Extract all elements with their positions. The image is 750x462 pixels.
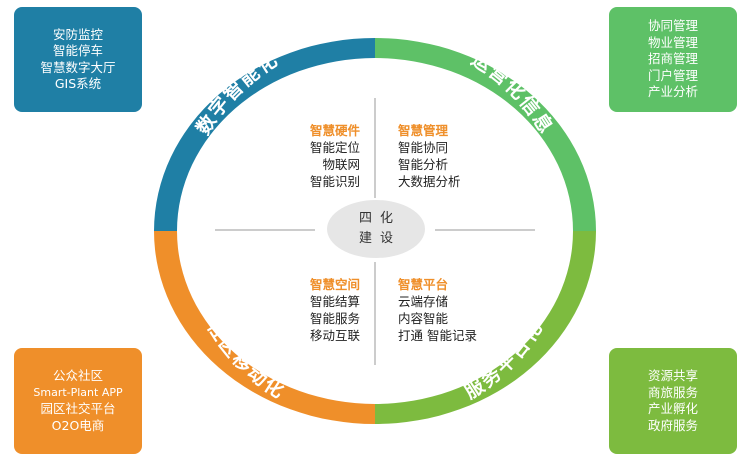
bottom-left-feature-box: 公众社区 Smart-Plant APP 园区社交平台 O2O电商 [14,348,142,454]
quadrant-item: 大数据分析 [398,174,461,189]
quadrant-item: 物联网 [322,157,360,172]
ring-segment-green [375,38,596,231]
feature-text: 安防监控 [52,26,103,42]
feature-text: 智慧数字大厅 [40,59,116,75]
center-label: 四化 建设 [327,200,425,258]
quadrant-smart-space: 智慧空间 智能结算 智能服务 移动互联 [310,276,360,344]
quadrant-item: 智能结算 [309,294,360,309]
feature-text: 产业孵化 [647,401,698,416]
quadrant-item: 智能识别 [309,174,360,189]
feature-text: 门户管理 [647,67,698,83]
feature-text: GIS系统 [54,76,102,91]
ring-segment-blue [154,38,375,231]
quadrant-heading: 智慧硬件 [309,123,360,138]
quadrant-heading: 智慧平台 [398,277,449,292]
feature-text: 政府服务 [647,417,698,433]
feature-text: 园区社交平台 [40,401,116,416]
ring-segment-orange [154,231,375,424]
center-text-line: 建设 [358,231,401,246]
feature-text: O2O电商 [51,417,105,433]
quadrant-item: 内容智能 [398,311,449,326]
quadrant-item: 打通 智能记录 [398,328,477,343]
quadrant-item: 云端存储 [398,294,449,309]
quadrant-heading: 智慧空间 [309,277,360,292]
feature-text: 协同管理 [647,18,698,34]
ring-segment-lime [375,231,596,424]
quadrant-smart-platform: 智慧平台 云端存储 内容智能 打通 智能记录 [398,276,477,344]
feature-text: 公众社区 [52,368,103,383]
feature-text: 智能停车 [52,43,103,58]
quadrant-item: 智能协同 [398,140,449,155]
ring-label-top-right: 运营化信息 [467,48,558,139]
quadrant-heading: 智慧管理 [398,123,449,138]
feature-text: 招商管理 [647,51,698,67]
feature-text: 物业管理 [647,34,698,50]
quadrant-item: 智能服务 [309,311,360,326]
quadrant-item: 智能定位 [309,140,360,155]
top-left-feature-box: 安防监控 智能停车 智慧数字大厅 GIS系统 [14,7,142,112]
bottom-right-feature-box: 资源共享 商旅服务 产业孵化 政府服务 [609,348,737,454]
quadrant-item: 智能分析 [398,157,449,172]
feature-text: 产业分析 [647,84,698,100]
quadrant-smart-management: 智慧管理 智能协同 智能分析 大数据分析 [398,122,461,190]
feature-text: Smart-Plant APP [33,385,123,399]
center-text-line: 四化 [358,211,401,226]
ring-label-top-left: 数字智能化 [191,47,282,138]
quadrant-item: 移动互联 [309,328,360,343]
feature-text: 商旅服务 [647,384,698,400]
top-right-feature-box: 协同管理 物业管理 招商管理 门户管理 产业分析 [609,7,737,112]
feature-text: 资源共享 [647,368,698,383]
center-ellipse [327,200,425,258]
quadrant-smart-hardware: 智慧硬件 智能定位 物联网 智能识别 [310,122,360,190]
